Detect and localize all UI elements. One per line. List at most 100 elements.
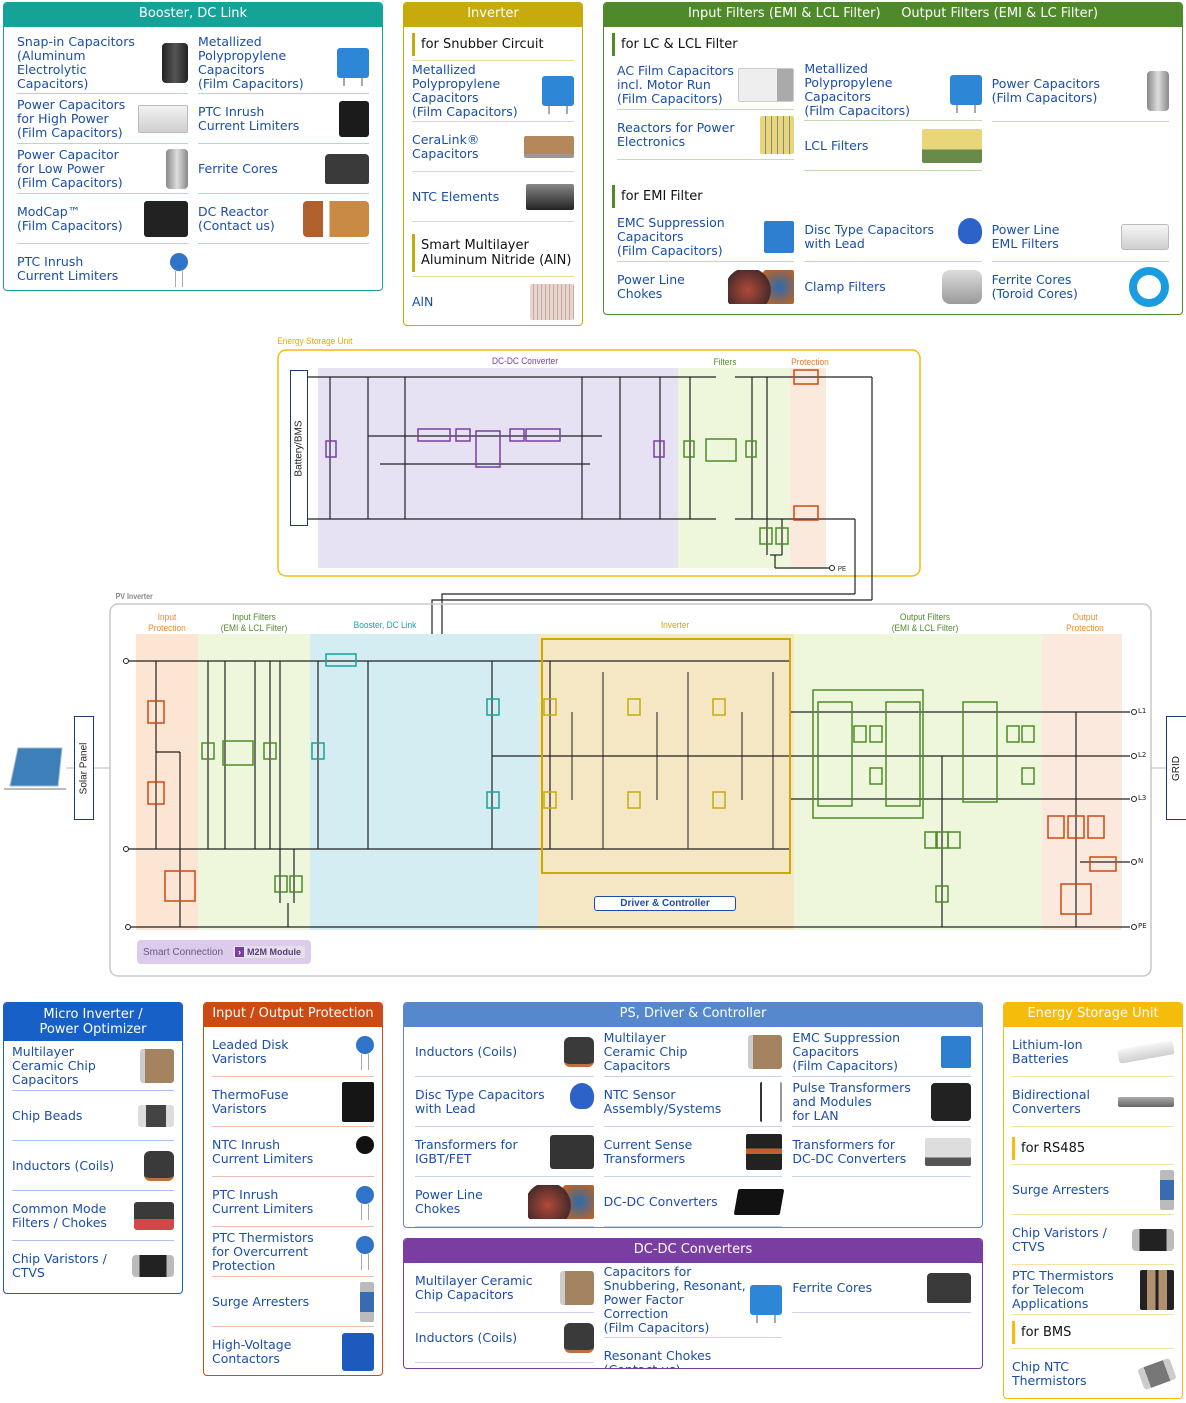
- product-link-ferrite-cores[interactable]: Ferrite Cores: [198, 144, 369, 194]
- product-link-chip-ntc-thermistors[interactable]: Chip NTC Thermistors: [1012, 1349, 1177, 1398]
- ess-protection-zone: [790, 368, 826, 568]
- product-label: Leaded Disk Varistors: [212, 1036, 289, 1066]
- ntc-element-icon: [526, 183, 574, 210]
- product-link-common-mode-filters-chokes[interactable]: Common Mode Filters / Chokes: [12, 1191, 174, 1241]
- energy-storage-panel: Energy Storage Unit Lithium-Ion Batterie…: [1003, 1002, 1183, 1399]
- product-link-capacitors-for-snubbering-resonant-power-factor-correction-film-capacitors[interactable]: Capacitors for Snubbering, Resonant, Pow…: [603, 1263, 783, 1338]
- product-link-high-voltage-contactors[interactable]: High-Voltage Contactors: [212, 1327, 374, 1375]
- product-link-disc-type-capacitors-with-lead[interactable]: Disc Type Capacitors with Lead: [415, 1077, 594, 1127]
- product-link-reactors-for-power-electronics[interactable]: Reactors for Power Electronics: [617, 110, 795, 160]
- product-link-ntc-inrush-current-limiters[interactable]: NTC Inrush Current Limiters: [212, 1127, 374, 1177]
- power-capacitor-box-icon: [138, 104, 188, 133]
- product-label: Power Line Chokes: [415, 1186, 483, 1216]
- disk-varistor-icon: [356, 1035, 374, 1070]
- product-link-power-line-chokes[interactable]: Power Line Chokes: [617, 262, 795, 312]
- product-label: Disc Type Capacitors with Lead: [804, 221, 934, 251]
- product-link-transformers-for-dc-dc-converters[interactable]: Transformers for DC-DC Converters: [792, 1127, 972, 1177]
- product-link-ntc-elements[interactable]: NTC Elements: [412, 172, 574, 222]
- ferrite-core-icon: [927, 1272, 972, 1303]
- panel-title: Input Filters (EMI & LCL Filter) Output …: [604, 3, 1182, 27]
- product-link-current-sense-transformers[interactable]: Current Sense Transformers: [603, 1127, 783, 1177]
- product-link-inductors-coils[interactable]: Inductors (Coils): [415, 1313, 594, 1363]
- ac-film-capacitor-icon: [738, 67, 795, 102]
- product-label: Pulse Transformers and Modules for LAN: [792, 1079, 911, 1123]
- product-link-metallized-polypropylene-capacitors-film-capacitors[interactable]: Metallized Polypropylene Capacitors (Fil…: [198, 33, 369, 94]
- booster-dc-link-panel: Booster, DC Link Snap-in Capacitors (Alu…: [3, 2, 383, 291]
- igbt-transformer-icon: [549, 1134, 594, 1169]
- ntc-disc-icon: [356, 1135, 374, 1154]
- ess-dcdc-label: DC-DC Converter: [492, 356, 558, 367]
- product-link-ptc-inrush-current-limiters[interactable]: PTC Inrush Current Limiters: [198, 94, 369, 144]
- product-link-chip-varistors-ctvs[interactable]: Chip Varistors / CTVS: [12, 1241, 174, 1291]
- product-link-dc-dc-converters[interactable]: DC-DC Converters: [603, 1177, 785, 1227]
- product-label: PTC Inrush Current Limiters: [198, 103, 300, 133]
- product-link-emc-suppression-capacitors-film-capacitors[interactable]: EMC Suppression Capacitors (Film Capacit…: [792, 1027, 972, 1077]
- product-link-power-line-chokes[interactable]: Power Line Chokes: [415, 1177, 594, 1227]
- product-link-ferrite-cores[interactable]: Ferrite Cores: [792, 1263, 972, 1313]
- product-label: PTC Inrush Current Limiters: [212, 1186, 314, 1216]
- product-link-clamp-filters[interactable]: Clamp Filters: [804, 262, 982, 312]
- product-link-inductors-coils[interactable]: Inductors (Coils): [12, 1141, 174, 1191]
- product-link-snap-in-capacitors-aluminum-electrolytic-capacitors[interactable]: Snap-in Capacitors (Aluminum Electrolyti…: [17, 33, 188, 94]
- product-link-chip-beads[interactable]: Chip Beads: [12, 1091, 174, 1141]
- product-link-ceralink-capacitors[interactable]: CeraLink® Capacitors: [412, 122, 574, 172]
- product-link-ptc-inrush-current-limiters[interactable]: PTC Inrush Current Limiters: [17, 244, 188, 290]
- product-label: Transformers for IGBT/FET: [415, 1136, 518, 1166]
- film-capacitor-icon: [337, 48, 369, 86]
- product-label: Power Capacitors (Film Capacitors): [991, 75, 1100, 105]
- current-sense-transformer-icon: [746, 1133, 783, 1170]
- product-link-surge-arresters[interactable]: Surge Arresters: [212, 1277, 374, 1327]
- subheading-emi: for EMI Filter: [612, 185, 1174, 208]
- product-label: Ferrite Cores: [198, 160, 278, 176]
- product-link-ptc-thermistors-for-overcurrent-protection[interactable]: PTC Thermistors for Overcurrent Protecti…: [212, 1227, 374, 1277]
- li-ion-battery-icon: [1117, 1039, 1175, 1064]
- product-link-power-capacitors-for-high-power-film-capacitors[interactable]: Power Capacitors for High Power (Film Ca…: [17, 94, 188, 144]
- product-label: Chip Varistors / CTVS: [1012, 1224, 1107, 1254]
- product-label: Clamp Filters: [804, 279, 886, 294]
- product-link-metallized-polypropylene-capacitors-film-capacitors[interactable]: Metallized Polypropylene Capacitors (Fil…: [412, 61, 574, 122]
- product-link-multilayer-ceramic-chip-capacitors[interactable]: Multilayer Ceramic Chip Capacitors: [12, 1041, 174, 1091]
- product-link-ntc-sensor-assembly-systems[interactable]: NTC Sensor Assembly/Systems: [603, 1077, 783, 1127]
- product-link-pulse-transformers-and-modules-for-lan[interactable]: Pulse Transformers and Modules for LAN: [792, 1077, 972, 1127]
- ess-protection-label: Protection: [791, 357, 829, 368]
- product-link-aln[interactable]: AlN: [412, 277, 574, 325]
- product-link-ptc-thermistors-for-telecom-applications[interactable]: PTC Thermistors for Telecom Applications: [1012, 1265, 1174, 1315]
- surge-arrester-icon: [1160, 1169, 1174, 1210]
- product-label: Lithium-Ion Batteries: [1012, 1036, 1083, 1066]
- product-link-inductors-coils[interactable]: Inductors (Coils): [415, 1027, 594, 1077]
- product-link-metallized-polypropylene-capacitors-film-capacitors[interactable]: Metallized Polypropylene Capacitors (Fil…: [804, 60, 982, 121]
- product-link-emc-suppression-capacitors-film-capacitors[interactable]: EMC Suppression Capacitors (Film Capacit…: [617, 212, 795, 262]
- product-link-lithium-ion-batteries[interactable]: Lithium-Ion Batteries: [1012, 1027, 1175, 1077]
- product-link-power-capacitor-for-low-power-film-capacitors[interactable]: Power Capacitor for Low Power (Film Capa…: [17, 144, 188, 194]
- terminal-l2: L2: [1138, 751, 1147, 759]
- product-label: Power Capacitors for High Power (Film Ca…: [17, 96, 126, 140]
- ess-pe-label: PE: [837, 566, 847, 573]
- product-link-ac-film-capacitors-incl-motor-run-film-capacitors[interactable]: AC Film Capacitors incl. Motor Run (Film…: [617, 60, 795, 110]
- product-link-resonant-chokes-contact-us[interactable]: Resonant Chokes (Contact us): [604, 1338, 783, 1368]
- product-link-disc-type-capacitors-with-lead[interactable]: Disc Type Capacitors with Lead: [804, 212, 982, 262]
- product-link-bidirectional-converters[interactable]: Bidirectional Converters: [1012, 1077, 1174, 1127]
- product-link-leaded-disk-varistors[interactable]: Leaded Disk Varistors: [212, 1027, 374, 1077]
- product-link-lcl-filters[interactable]: LCL Filters: [804, 121, 982, 171]
- product-link-dc-reactor-contact-us[interactable]: DC Reactor (Contact us): [198, 194, 369, 244]
- product-link-ptc-inrush-current-limiters[interactable]: PTC Inrush Current Limiters: [212, 1177, 374, 1227]
- battery-bms-box: Battery/BMS: [290, 370, 308, 526]
- product-link-chip-varistors-ctvs[interactable]: Chip Varistors / CTVS: [1012, 1215, 1174, 1265]
- product-label: Power Line EML Filters: [991, 221, 1060, 251]
- product-link-power-line-eml-filters[interactable]: Power Line EML Filters: [991, 212, 1169, 262]
- product-link-modcap-film-capacitors[interactable]: ModCap™ (Film Capacitors): [17, 194, 188, 244]
- product-link-ferrite-cores-toroid-cores[interactable]: Ferrite Cores (Toroid Cores): [992, 262, 1169, 312]
- product-link-surge-arresters[interactable]: Surge Arresters: [1012, 1165, 1174, 1215]
- m2m-module-button[interactable]: ›M2M Module: [233, 946, 306, 958]
- product-link-power-capacitors-film-capacitors[interactable]: Power Capacitors (Film Capacitors): [991, 60, 1169, 122]
- product-link-thermofuse-varistors[interactable]: ThermoFuse Varistors: [212, 1077, 374, 1127]
- product-link-multilayer-ceramic-chip-capacitors[interactable]: Multilayer Ceramic Chip Capacitors: [603, 1027, 783, 1077]
- product-label: Multilayer Ceramic Chip Capacitors: [603, 1029, 688, 1073]
- product-link-transformers-for-igbt-fet[interactable]: Transformers for IGBT/FET: [415, 1127, 594, 1177]
- subheading-aln: Smart Multilayer Aluminum Nitride (AlN): [412, 234, 574, 272]
- smart-connection-label: Smart Connection: [143, 946, 224, 958]
- driver-controller-button[interactable]: Driver & Controller: [594, 896, 736, 911]
- product-link-multilayer-ceramic-chip-capacitors[interactable]: Multilayer Ceramic Chip Capacitors: [415, 1263, 594, 1313]
- product-label: Chip NTC Thermistors: [1012, 1359, 1087, 1388]
- product-label: Disc Type Capacitors with Lead: [415, 1086, 545, 1116]
